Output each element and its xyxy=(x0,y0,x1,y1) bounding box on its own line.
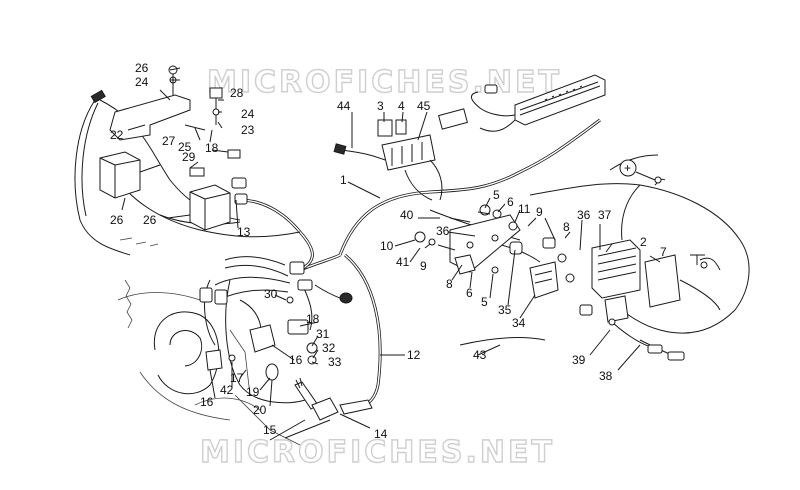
leader-lines xyxy=(121,67,661,441)
sensor-plug-left xyxy=(90,89,106,104)
label-7: 7 xyxy=(660,245,667,259)
ecu-unit xyxy=(471,74,606,132)
positive-symbol: + xyxy=(624,161,631,175)
label-23: 23 xyxy=(241,123,255,137)
watermark-top: MICROFICHES.NET xyxy=(207,65,562,100)
connector-cluster xyxy=(199,177,353,381)
label-12: 12 xyxy=(407,348,421,362)
right-bracket xyxy=(414,204,575,299)
label-37: 37 xyxy=(598,208,612,222)
label-18-b: 18 xyxy=(306,312,320,326)
label-22: 22 xyxy=(110,128,124,142)
ignition-coils xyxy=(99,149,241,231)
label-44: 44 xyxy=(337,99,351,113)
label-6-a: 6 xyxy=(507,195,514,209)
frame-outline xyxy=(117,237,301,446)
regulator-module xyxy=(579,239,708,361)
label-14: 14 xyxy=(374,427,388,441)
label-6-b: 6 xyxy=(466,286,473,300)
label-41: 41 xyxy=(396,255,410,269)
part-labels: 26 24 22 27 25 28 24 23 29 18 26 26 13 4… xyxy=(110,61,667,441)
battery-terminal: + xyxy=(619,159,662,184)
label-11: 11 xyxy=(518,202,531,216)
label-38: 38 xyxy=(599,369,613,383)
label-31: 31 xyxy=(316,327,330,341)
label-13: 13 xyxy=(237,225,251,239)
bracket-top-left xyxy=(109,65,223,141)
label-36-b: 36 xyxy=(577,208,591,222)
label-9-b: 9 xyxy=(420,259,427,273)
label-2: 2 xyxy=(640,235,647,249)
label-33: 33 xyxy=(328,355,342,369)
label-29: 29 xyxy=(182,150,196,164)
label-10: 10 xyxy=(380,239,394,253)
label-40: 40 xyxy=(400,208,414,222)
label-15: 15 xyxy=(263,423,277,437)
label-30: 30 xyxy=(264,287,278,301)
label-16-a: 16 xyxy=(289,353,303,367)
label-9-a: 9 xyxy=(536,205,543,219)
label-18-a: 18 xyxy=(205,141,219,155)
label-20: 20 xyxy=(253,403,267,417)
label-45: 45 xyxy=(417,99,431,113)
label-1: 1 xyxy=(340,173,347,187)
label-16-b: 16 xyxy=(200,395,214,409)
label-26-b: 26 xyxy=(110,213,124,227)
label-32: 32 xyxy=(322,341,336,355)
label-4: 4 xyxy=(398,99,405,113)
label-35: 35 xyxy=(498,303,512,317)
label-27: 27 xyxy=(162,134,176,148)
label-39: 39 xyxy=(572,353,586,367)
label-3: 3 xyxy=(377,99,384,113)
label-17: 17 xyxy=(230,371,244,385)
label-34: 34 xyxy=(512,316,526,330)
label-28: 28 xyxy=(230,86,244,100)
plug-leads xyxy=(294,377,373,421)
label-36-a: 36 xyxy=(436,224,450,238)
relay-fuse-group xyxy=(333,108,468,201)
watermark-bottom: MICROFICHES.NET xyxy=(200,435,555,470)
label-25: 25 xyxy=(178,140,192,154)
label-24-a: 24 xyxy=(135,75,149,89)
label-26-c: 26 xyxy=(143,213,157,227)
label-5-b: 5 xyxy=(481,295,488,309)
label-26-a: 26 xyxy=(135,61,149,75)
label-8-a: 8 xyxy=(563,220,570,234)
label-42: 42 xyxy=(220,383,234,397)
label-24-b: 24 xyxy=(241,107,255,121)
label-5-a: 5 xyxy=(493,188,500,202)
label-19: 19 xyxy=(246,385,260,399)
label-8-b: 8 xyxy=(446,277,453,291)
label-43: 43 xyxy=(473,348,487,362)
